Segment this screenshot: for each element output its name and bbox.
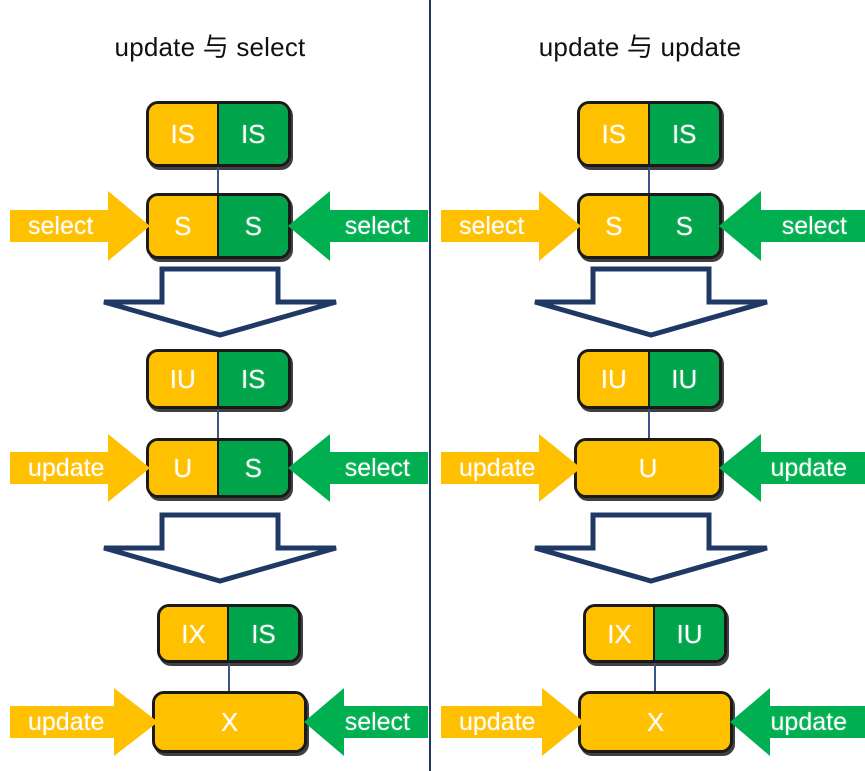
request-arrow-right-label: select: [344, 453, 410, 482]
lock-cell-table-left: IU: [149, 352, 219, 406]
request-arrow-right-label: update: [770, 453, 847, 482]
request-arrow-right-label: select: [344, 211, 410, 240]
lock-row-box: U: [574, 438, 722, 498]
lock-cell-table-left: IU: [580, 352, 650, 406]
request-arrow-right: select: [719, 191, 865, 261]
lock-cell-row-left: S: [149, 196, 219, 256]
lock-table-box: IX IU: [583, 604, 727, 663]
lock-table-box: IU IS: [146, 349, 291, 409]
request-arrow-left: update: [441, 688, 584, 756]
connector-line: [654, 663, 656, 694]
lock-table-box: IX IS: [157, 604, 301, 663]
lock-cell-table-left: IX: [160, 607, 229, 660]
lock-cell-row-right: S: [218, 441, 288, 495]
right-block-arrow-icon: [10, 688, 158, 756]
connector-line: [648, 409, 650, 441]
connector-line: [217, 409, 219, 441]
lock-cell-row-left: U: [149, 441, 219, 495]
left-block-arrow-icon: [288, 191, 428, 261]
connector-line: [217, 167, 219, 197]
left-block-arrow-icon: [730, 688, 865, 756]
request-arrow-right: select: [304, 688, 428, 756]
connector-line: [228, 663, 230, 694]
request-arrow-left-label: update: [459, 707, 536, 736]
request-arrow-right-label: select: [781, 211, 847, 240]
request-arrow-right: update: [719, 434, 865, 502]
request-arrow-left: update: [10, 434, 150, 502]
lock-cell-row-single: X: [581, 694, 730, 750]
right-block-arrow-icon: [441, 434, 581, 502]
lock-cell-table-right: IU: [655, 607, 724, 660]
request-arrow-left: select: [10, 191, 150, 261]
lock-cell-table-right: IS: [229, 607, 298, 660]
request-arrow-right: select: [288, 434, 428, 502]
lock-cell-table-left: IS: [580, 104, 650, 164]
lock-cell-table-right: IS: [649, 104, 719, 164]
request-arrow-left-label: update: [28, 453, 105, 482]
request-arrow-left-label: update: [28, 707, 105, 736]
lock-cell-table-right: IS: [218, 104, 288, 164]
left-block-arrow-icon: [304, 688, 428, 756]
request-arrow-right: update: [730, 688, 865, 756]
request-arrow-right-label: update: [770, 707, 847, 736]
lock-row-box: S S: [577, 193, 722, 259]
transition-down-arrow: [531, 512, 771, 584]
transition-down-arrow: [531, 266, 771, 338]
transition-down-arrow: [100, 266, 340, 338]
left-block-arrow-icon: [288, 434, 428, 502]
request-arrow-right-label: select: [344, 707, 410, 736]
lock-cell-row-single: U: [577, 441, 719, 495]
connector-line: [648, 167, 650, 197]
lock-row-box: S S: [146, 193, 291, 259]
transition-down-arrow: [100, 512, 340, 584]
lock-table-box: IU IU: [577, 349, 722, 409]
request-arrow-left-label: update: [459, 453, 536, 482]
lock-cell-row-right: S: [218, 196, 288, 256]
lock-cell-table-left: IS: [149, 104, 219, 164]
right-block-arrow-icon: [10, 434, 150, 502]
request-arrow-left: update: [10, 688, 158, 756]
right-block-arrow-icon: [441, 191, 581, 261]
request-arrow-left-label: select: [459, 211, 525, 240]
lock-row-box: X: [578, 691, 733, 753]
right-block-arrow-icon: [10, 191, 150, 261]
lock-table-box: IS IS: [146, 101, 291, 167]
lock-cell-row-left: S: [580, 196, 650, 256]
left-block-arrow-icon: [719, 434, 865, 502]
panel-divider: [429, 0, 431, 771]
request-arrow-right: select: [288, 191, 428, 261]
lock-cell-row-right: S: [649, 196, 719, 256]
request-arrow-left: select: [441, 191, 581, 261]
lock-cell-table-right: IU: [649, 352, 719, 406]
right-block-arrow-icon: [441, 688, 584, 756]
lock-table-box: IS IS: [577, 101, 722, 167]
lock-cell-table-left: IX: [586, 607, 655, 660]
lock-cell-table-right: IS: [218, 352, 288, 406]
left-block-arrow-icon: [719, 191, 865, 261]
lock-row-box: X: [152, 691, 307, 753]
lock-row-box: U S: [146, 438, 291, 498]
request-arrow-left: update: [441, 434, 581, 502]
request-arrow-left-label: select: [28, 211, 94, 240]
panel-title-right: update 与 update: [538, 32, 742, 62]
panel-title-left: update 与 select: [114, 32, 306, 62]
lock-cell-row-single: X: [155, 694, 304, 750]
